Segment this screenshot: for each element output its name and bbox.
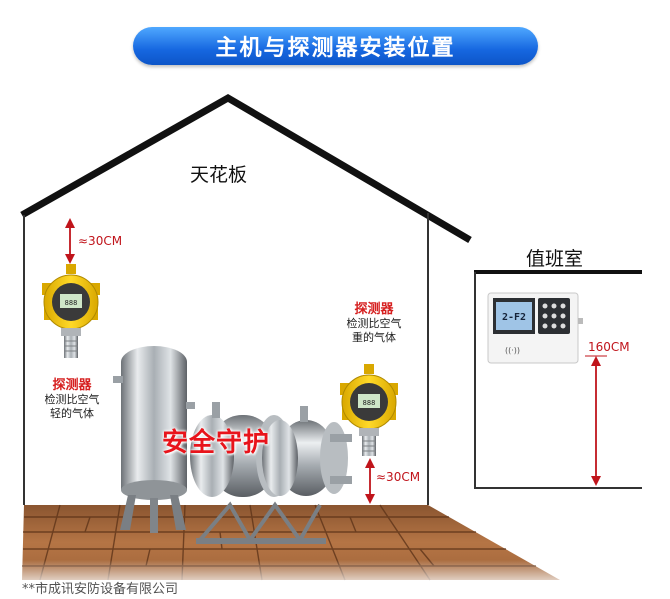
left-detector-caption: 探测器 检测比空气 轻的气体 — [34, 374, 110, 421]
vertical-gas-tank — [113, 346, 195, 533]
house-walls — [23, 213, 429, 505]
left-ceiling-dimension — [65, 218, 75, 264]
right-floor-dimension — [365, 458, 375, 504]
controller-display-text: 2-F2 — [502, 312, 526, 323]
ceiling-label: 天花板 — [190, 164, 248, 186]
right-detector-caption: 探测器 检测比空气 重的气体 — [336, 298, 412, 345]
right-detector-device: 888 — [340, 364, 398, 456]
right-floor-gap-label: ≈30CM — [376, 470, 421, 484]
left-detector-desc-line1: 检测比空气 — [44, 393, 100, 406]
controller-height-label: 160CM — [588, 340, 630, 354]
controller-height-dimension — [585, 355, 607, 486]
duty-room-outline — [474, 270, 642, 489]
controller-unit: 2-F2 ((·)) — [487, 292, 583, 364]
title-banner: 主机与探测器安装位置 — [133, 27, 538, 65]
left-ceiling-gap-label: ≈30CM — [78, 234, 123, 248]
nfc-icon: ((·)) — [505, 346, 520, 355]
safety-slogan: 安全守护 — [162, 428, 271, 458]
left-detector-desc-line2: 轻的气体 — [50, 407, 94, 420]
left-detector-name: 探测器 — [52, 378, 92, 393]
right-detector-desc-line2: 重的气体 — [352, 331, 396, 344]
left-detector-device: 888 — [42, 264, 100, 358]
page-title: 主机与探测器安装位置 — [215, 36, 456, 61]
right-detector-name: 探测器 — [354, 302, 394, 317]
duty-room-label: 值班室 — [526, 248, 584, 270]
horizontal-gas-tanks — [190, 402, 352, 544]
svg-text:888: 888 — [363, 399, 376, 407]
house-outline — [20, 93, 472, 244]
right-detector-desc-line1: 检测比空气 — [346, 317, 402, 330]
svg-text:888: 888 — [65, 299, 78, 307]
company-watermark: **市成讯安防设备有限公司 — [22, 582, 179, 597]
